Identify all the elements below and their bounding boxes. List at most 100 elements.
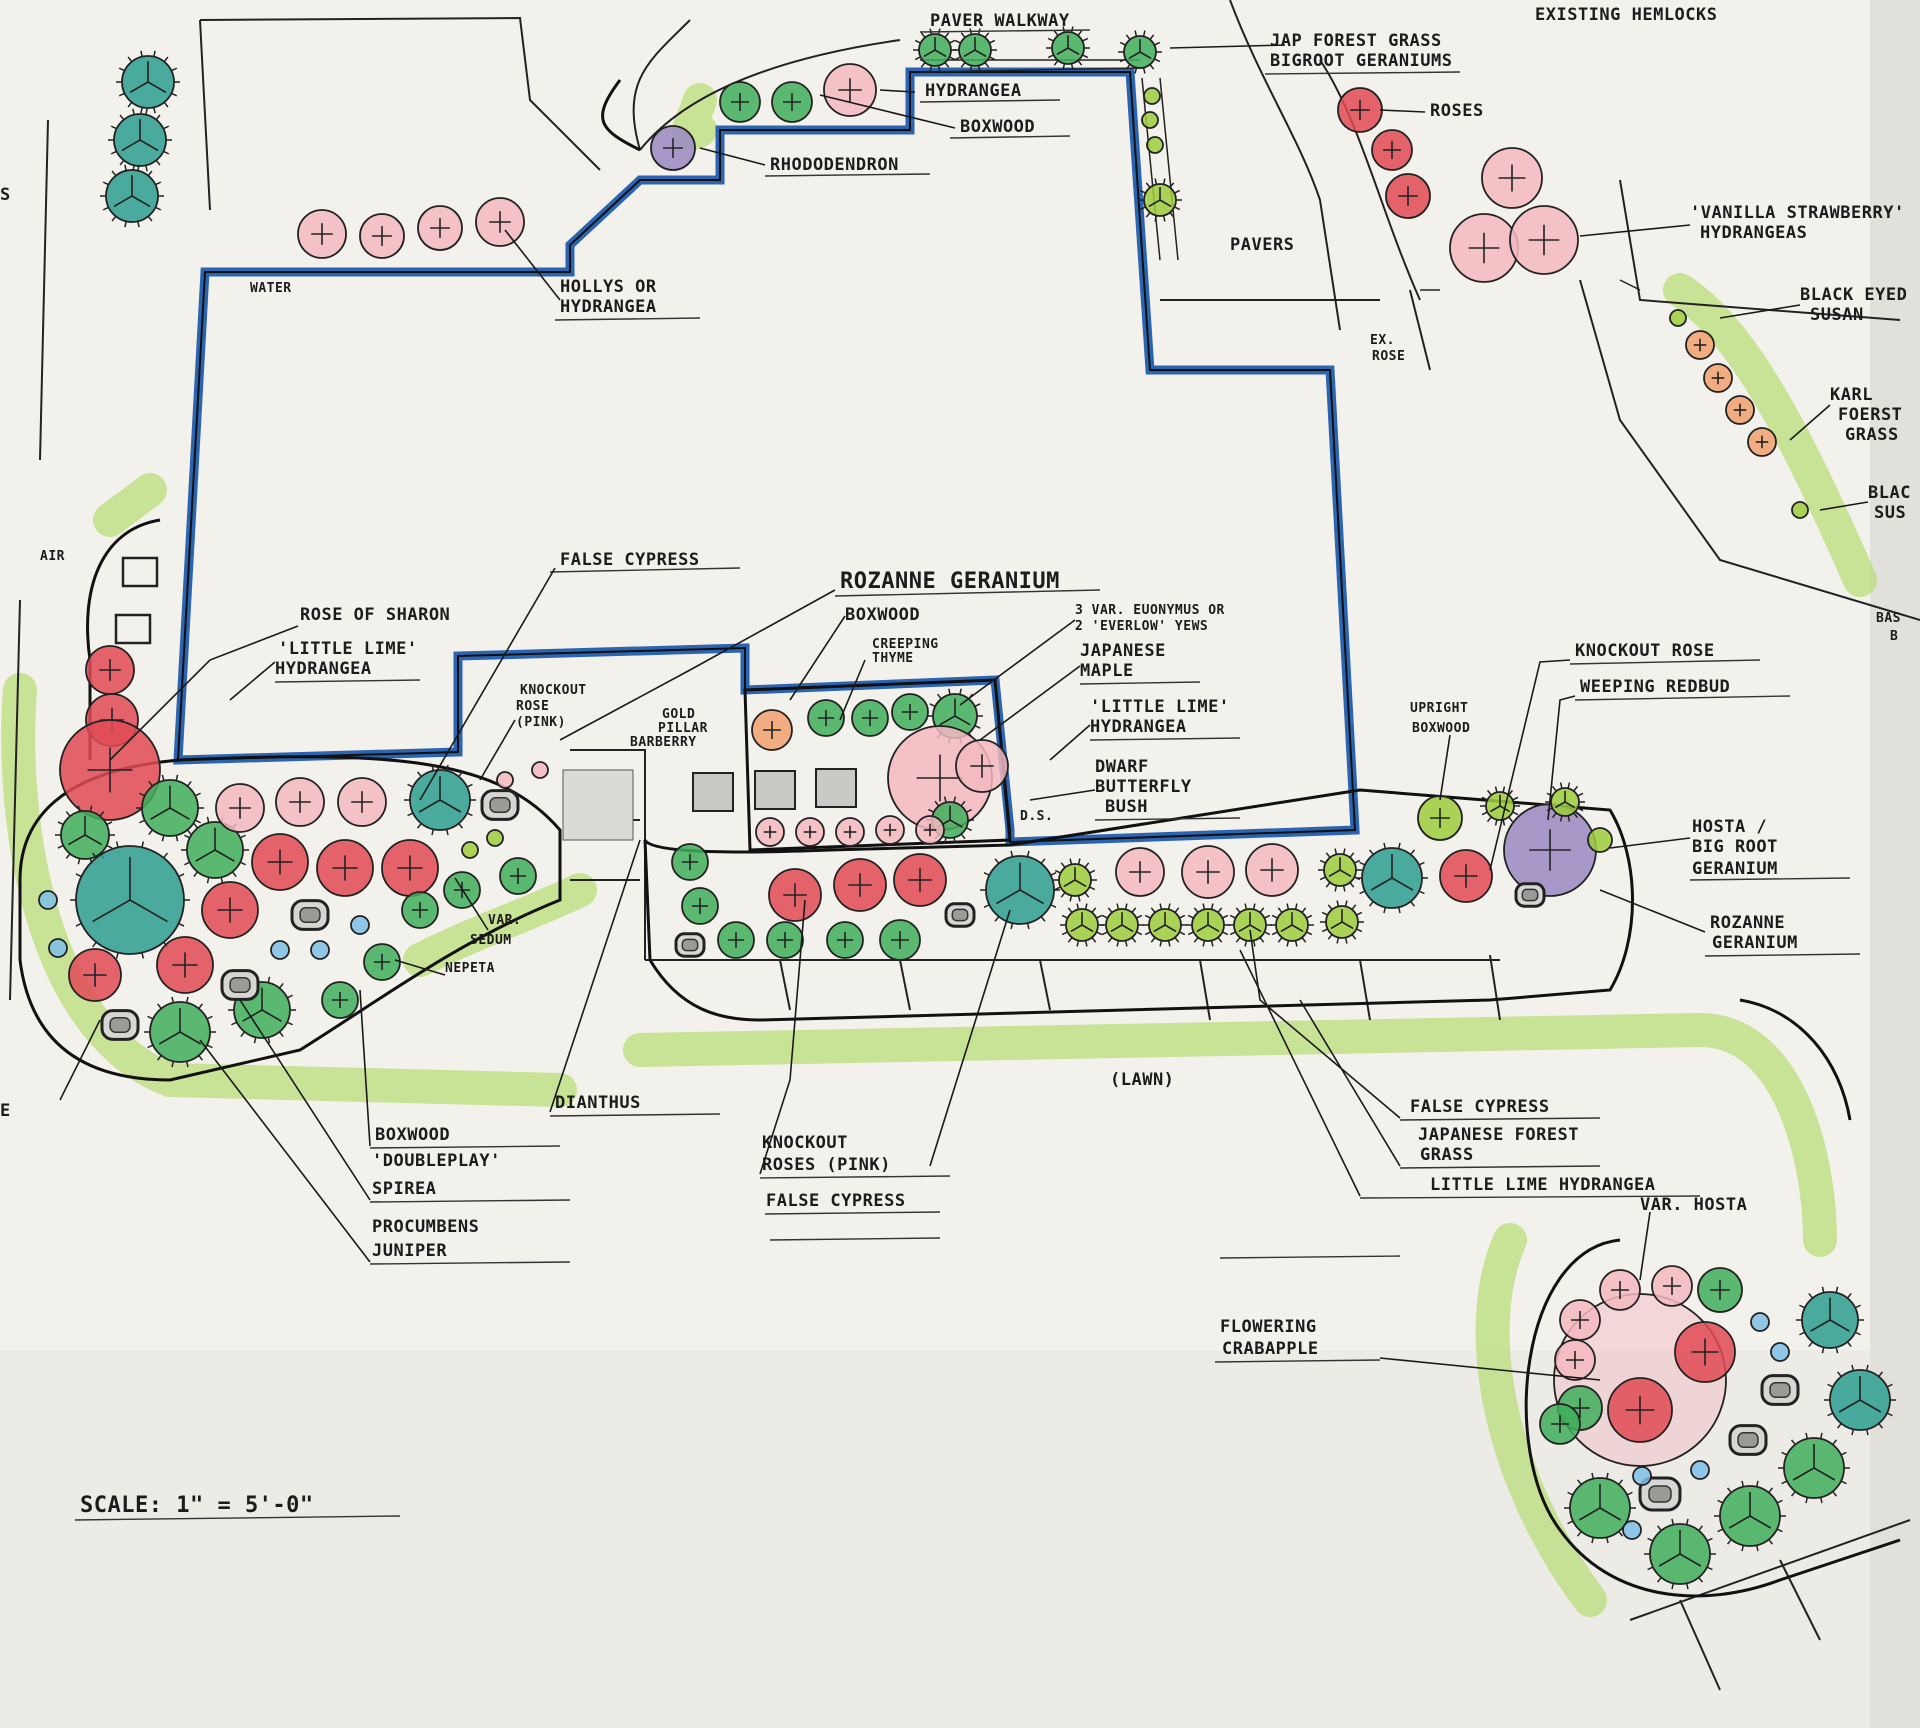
plant-symbol [531,761,549,779]
plant-symbol [486,829,504,847]
plant-symbol [717,921,755,959]
plant-symbol [144,996,216,1068]
label-knockout-roses-pink-1: KNOCKOUT [762,1133,848,1153]
plant-symbol [1545,782,1585,822]
label-knockout-pink-2: ROSE [516,699,549,714]
plant-symbol [108,108,172,172]
plant-symbol [1632,1466,1652,1486]
label-little-lime-b-1: 'LITTLE LIME' [1090,697,1230,717]
plant-symbol [1824,1364,1896,1436]
label-little-lime-2: HYDRANGEA [275,659,372,679]
plant-symbol [768,868,822,922]
label-boxwood-top: BOXWOOD [960,117,1035,137]
plant-symbol [359,213,405,259]
label-hydrangea-top: HYDRANGEA [925,81,1022,101]
label-vanilla-strawberry: 'VANILLA STRAWBERRY' [1690,203,1905,223]
label-bigroot-geraniums: BIGROOT GERANIUMS [1270,51,1453,71]
plant-symbol [771,81,813,123]
plant-symbol [404,764,476,836]
label-weeping-redbud: WEEPING REDBUD [1580,677,1730,697]
label-ex-rose-2: ROSE [1372,349,1405,364]
plant-symbol [1385,173,1431,219]
label-pavers: PAVERS [1230,235,1294,255]
plant-symbol [1674,1321,1736,1383]
plant-symbol [1046,26,1090,70]
plant-symbol [671,843,709,881]
plant-symbol [650,125,696,171]
plant-symbol [461,841,479,859]
label-boxwood-bottom: BOXWOOD [375,1125,450,1145]
boulder-symbol [944,902,976,928]
label-basin-2: B [1890,629,1898,644]
boulder-symbol [290,899,330,931]
label-hosta-bigroot-3: GERANIUM [1692,859,1778,879]
plant-symbol [1685,330,1715,360]
label-hydrangeas: HYDRANGEAS [1700,223,1807,243]
plant-symbol [251,833,309,891]
plant-symbol [496,771,514,789]
label-dianthus: DIANTHUS [555,1093,641,1113]
plant-symbol [807,699,845,737]
plant-symbol [215,783,265,833]
plant-symbol [1356,842,1428,914]
plant-symbol [275,777,325,827]
label-dwarf-butterfly-2: BUTTERFLY [1095,777,1192,797]
plant-symbol [1100,903,1144,947]
plant-symbol [100,164,164,228]
label-karl-2: FOERST [1838,405,1902,425]
plant-symbol [1791,501,1809,519]
plant-symbol [297,209,347,259]
plant-symbol [1439,849,1493,903]
plant-symbol [1554,1339,1596,1381]
leader-lines [59,44,1869,1381]
plant-symbol [321,981,359,1019]
plant-symbol [316,839,374,897]
plant-symbol [1481,147,1543,209]
plant-symbol [1697,1267,1743,1313]
plant-symbol [751,709,793,751]
label-creeping-thyme-1: CREEPING [872,637,939,652]
label-knockout-rose-r: KNOCKOUT ROSE [1575,641,1715,661]
plant-symbol [401,891,439,929]
label-rozanne-r-2: GERANIUM [1712,933,1798,953]
label-hollys-2: HYDRANGEA [560,297,657,317]
label-procumbens-2: JUNIPER [372,1241,447,1261]
label-air: AIR [40,549,65,564]
boulder-symbol [100,1009,140,1041]
plant-symbol [766,921,804,959]
label-false-cypress-r: FALSE CYPRESS [1410,1097,1550,1117]
plant-symbol [1371,129,1413,171]
label-karl-1: KARL [1830,385,1873,405]
plant-symbol [851,699,889,737]
plant-symbol [1599,1269,1641,1311]
label-ex-rose-1: EX. [1370,333,1395,348]
plant-symbol [68,948,122,1002]
plant-symbol [499,857,537,895]
label-var-sedum-2: SEDUM [470,933,512,948]
plant-symbol [1417,795,1463,841]
plant-symbol [1141,111,1159,129]
label-japanese-maple-2: MAPLE [1080,661,1134,681]
label-var-sedum-1: VAR. [488,913,521,928]
label-edge-s: S [0,185,11,205]
plant-symbol [681,887,719,925]
plant-symbol [38,890,58,910]
label-basin-1: BAS [1876,611,1901,626]
plant-symbol [310,940,330,960]
plant-symbol [755,817,785,847]
boulder-symbol [1760,1374,1800,1406]
plant-symbol [417,205,463,251]
plant-symbol [270,940,290,960]
plant-symbol [1703,363,1733,393]
plant-symbol [1587,827,1613,853]
plant-symbol [879,919,921,961]
plant-symbol [350,915,370,935]
plant-symbol [1796,1286,1864,1354]
plant-symbol [1714,1480,1786,1552]
plant-symbol [1503,803,1597,897]
plant-symbol [156,936,214,994]
plant-symbol [1725,395,1755,425]
label-false-cypress-bottom: FALSE CYPRESS [766,1191,906,1211]
plant-symbol [1690,1460,1710,1480]
